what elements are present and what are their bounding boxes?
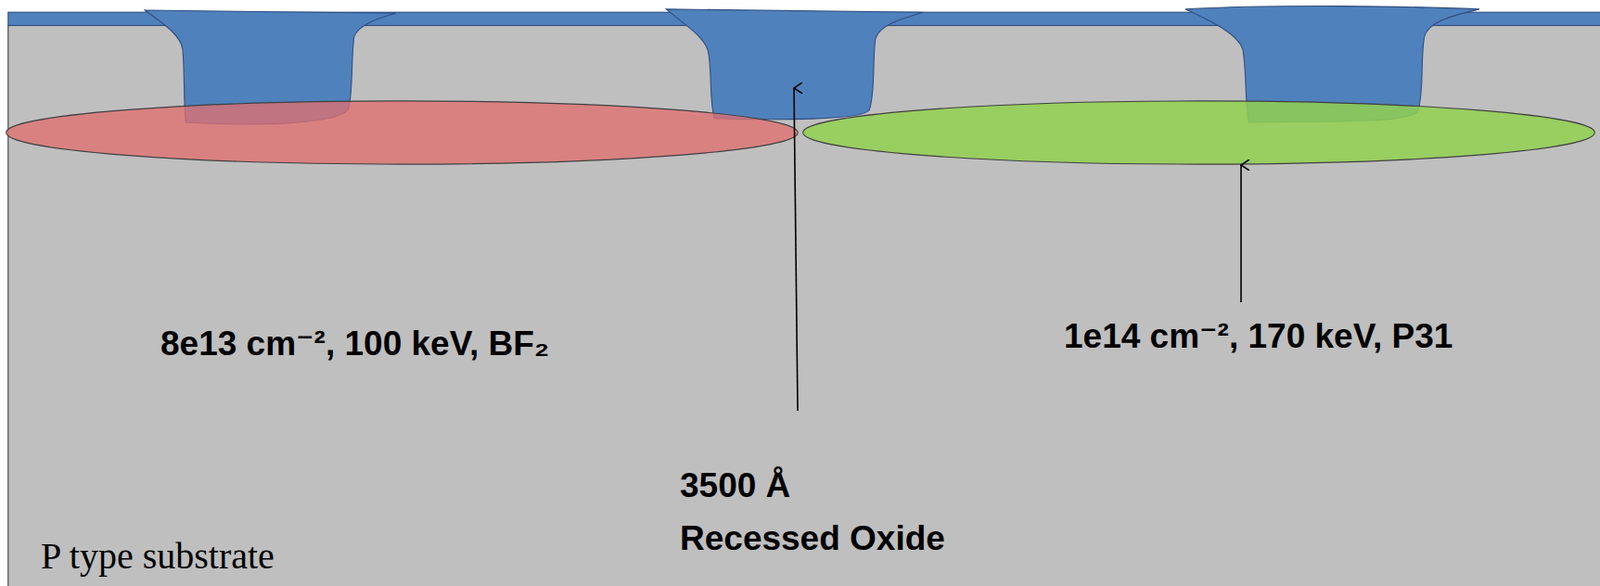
boron-implant — [6, 101, 799, 165]
leader-arrow — [1240, 165, 1242, 303]
leader-arrow — [793, 88, 798, 411]
implant-label: 1e14 cm⁻², 170 keV, P31 — [1063, 319, 1453, 354]
implant-label: 8e13 cm⁻², 100 keV, BF₂ — [160, 326, 550, 361]
oxide-label: Recessed Oxide — [679, 521, 946, 556]
thickness-label: 3500 Å — [679, 468, 791, 503]
phosphorus-implant — [803, 101, 1596, 165]
substrate-label: P type substrate — [40, 537, 275, 576]
